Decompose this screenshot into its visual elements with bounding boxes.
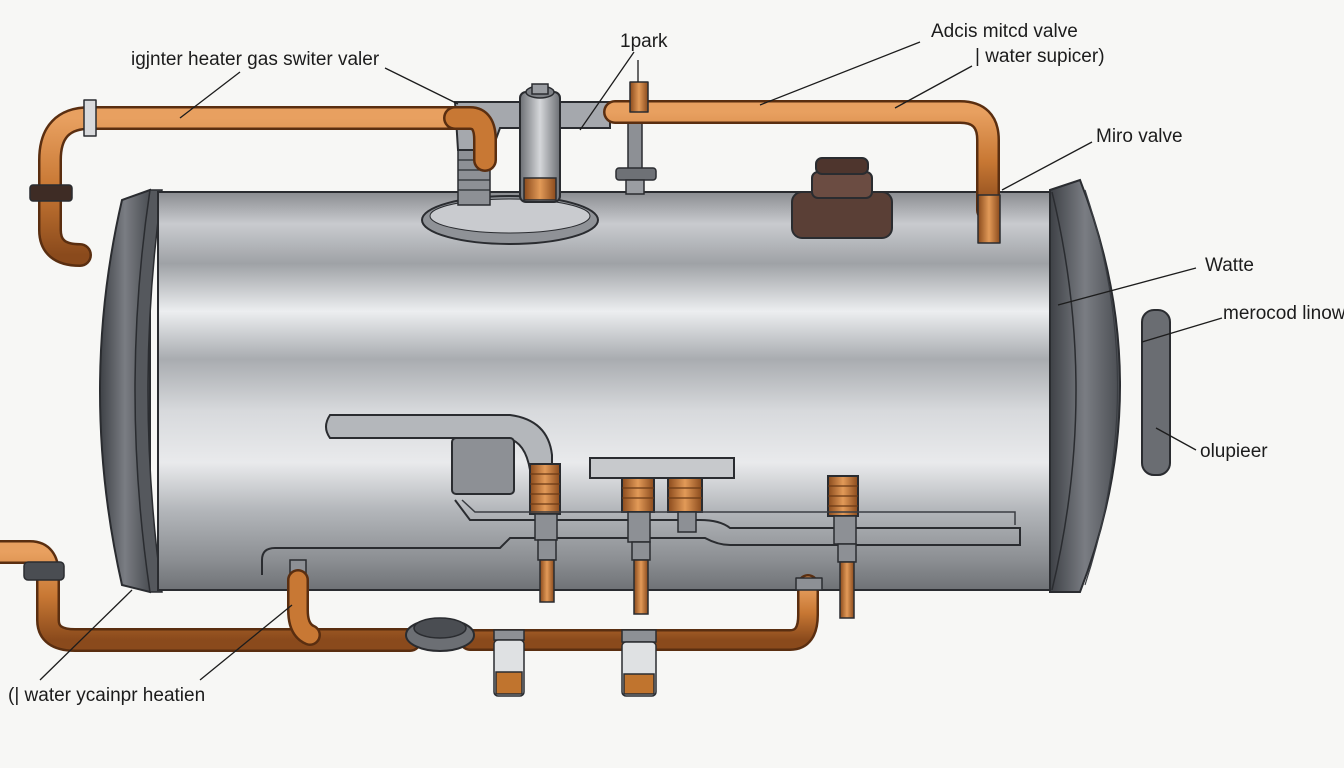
micro-valve-label: Miro valve [1096, 126, 1183, 147]
tank-left-cap [99, 188, 151, 594]
water-label: Watte [1205, 255, 1254, 276]
tank-body [157, 191, 1059, 591]
pipe-union-left [29, 184, 73, 202]
igniter-valve-label: igjnter heater gas switer valer [131, 49, 380, 70]
merocod-label: merocod linow [1223, 303, 1344, 324]
gas-control-block [451, 437, 515, 495]
burner-assembly [261, 414, 1021, 575]
leader-lines [39, 41, 1223, 681]
relief-valve-cap [815, 157, 869, 175]
outlet-label: olupieer [1200, 441, 1268, 462]
burner-manifold [325, 414, 553, 471]
sight-glasses [493, 629, 657, 697]
spark-igniter-post [627, 119, 643, 176]
pipe-coupling-left [83, 99, 97, 137]
tank-right-rim-inner [1084, 189, 1119, 586]
burner-tube [261, 499, 1021, 575]
bottom-piping [0, 540, 823, 652]
side-outlet-plate [1141, 309, 1171, 476]
tank-right-cap [1049, 178, 1121, 593]
tank-heater-label: (| water ycainpr heatien [8, 685, 206, 706]
spark-label: 1park [620, 31, 668, 52]
water-supply-label: | water supicer) [975, 46, 1105, 67]
mixed-valve-label: Adcis mitcd valve [931, 21, 1078, 42]
top-piping [29, 81, 1001, 267]
tank [99, 178, 1171, 594]
tank-right-rim [1051, 191, 1077, 591]
tank-left-rim [134, 189, 163, 593]
